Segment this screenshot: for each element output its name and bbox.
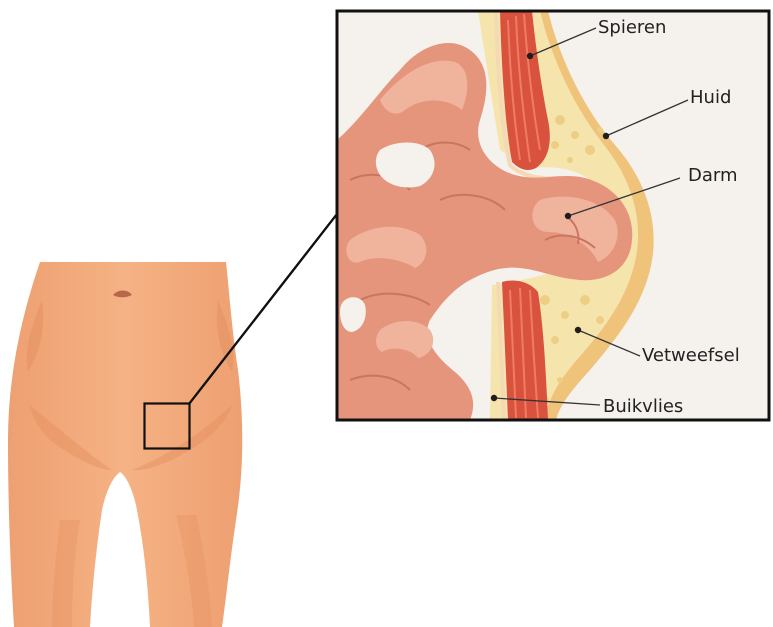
label-darm-text: Darm: [688, 165, 738, 186]
lower-torso-illustration: [8, 262, 242, 627]
label-huid-text: Huid: [690, 87, 731, 108]
label-buikvlies-text: Buikvlies: [603, 396, 683, 417]
label-spieren-text: Spieren: [598, 17, 666, 38]
label-vetweefsel-text: Vetweefsel: [642, 345, 740, 366]
